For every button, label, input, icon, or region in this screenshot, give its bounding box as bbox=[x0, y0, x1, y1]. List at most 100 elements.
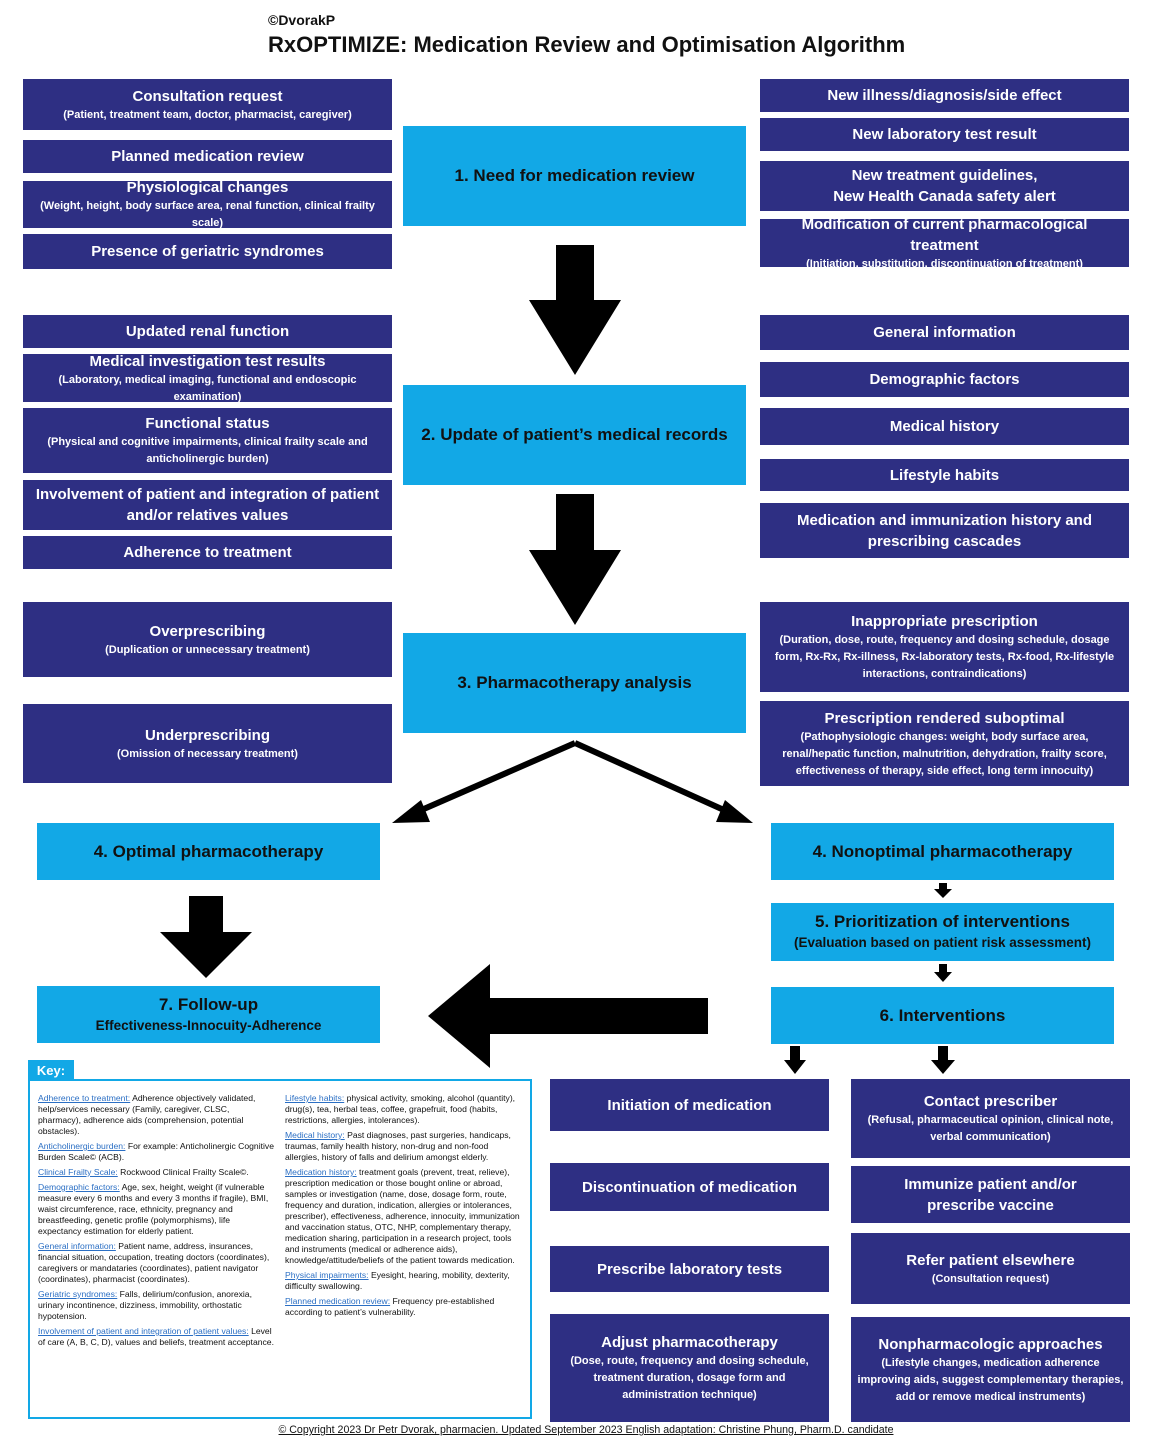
box-detail: (Initiation, substitution, discontinuati… bbox=[806, 257, 1083, 270]
step-4-nonoptimal: 4. Nonoptimal pharmacotherapy bbox=[771, 823, 1114, 880]
analysis-inappropriate-prescription: Inappropriate prescription (Duration, do… bbox=[760, 602, 1129, 692]
arrowhead-to-optimal bbox=[392, 800, 430, 823]
key-entry: Involvement of patient and integration o… bbox=[38, 1326, 274, 1348]
key-definition: Adherence objectively validated, help/se… bbox=[38, 1093, 256, 1136]
key-term: Lifestyle habits: bbox=[285, 1093, 345, 1103]
step-3-pharmacotherapy-analysis: 3. Pharmacotherapy analysis bbox=[403, 633, 746, 733]
box-detail: (Duration, dose, route, frequency and do… bbox=[774, 634, 1115, 680]
key-term: Involvement of patient and integration o… bbox=[38, 1326, 249, 1336]
box-title: Medical history bbox=[889, 418, 1000, 435]
key-entry: Physical impairments: Eyesight, hearing,… bbox=[285, 1270, 521, 1292]
record-lifestyle-habits: Lifestyle habits bbox=[760, 459, 1129, 491]
box-detail: (Dose, route, frequency and dosing sched… bbox=[570, 1355, 809, 1401]
arrow-interventions-to-right-column bbox=[931, 1046, 955, 1074]
step-detail: (Evaluation based on patient risk assess… bbox=[793, 935, 1092, 950]
box-title: Demographic factors bbox=[869, 371, 1020, 388]
step-title: 4. Nonoptimal pharmacotherapy bbox=[812, 841, 1073, 861]
analysis-suboptimal-prescription: Prescription rendered suboptimal (Pathop… bbox=[760, 701, 1129, 786]
intervention-immunize: Immunize patient and/or prescribe vaccin… bbox=[851, 1166, 1130, 1223]
step-title: 2. Update of patient’s medical records bbox=[421, 425, 728, 444]
key-panel bbox=[28, 1079, 532, 1419]
box-title: Prescribe laboratory tests bbox=[596, 1260, 783, 1278]
box-detail: (Weight, height, body surface area, rena… bbox=[40, 200, 375, 229]
trigger-new-guidelines: New treatment guidelines, New Health Can… bbox=[760, 161, 1129, 211]
key-definition: treatment goals (prevent, treat, relieve… bbox=[285, 1167, 520, 1265]
box-title: Involvement of patient and integration o… bbox=[35, 486, 380, 524]
step-title: 3. Pharmacotherapy analysis bbox=[457, 673, 692, 692]
box-title: Discontinuation of medication bbox=[581, 1178, 797, 1196]
key-term: Medical history: bbox=[285, 1130, 345, 1140]
step-6-interventions: 6. Interventions bbox=[771, 987, 1114, 1044]
box-title: Nonpharmacologic approaches bbox=[878, 1335, 1103, 1353]
box-detail: (Laboratory, medical imaging, functional… bbox=[58, 373, 357, 403]
copyright-mark: ©DvorakP bbox=[268, 12, 336, 28]
key-term: Demographic factors: bbox=[38, 1182, 120, 1192]
arrow-interventions-to-left-column bbox=[784, 1046, 806, 1074]
box-title: Modification of current pharmacological … bbox=[801, 215, 1088, 254]
box-detail: (Physical and cognitive impairments, cli… bbox=[47, 436, 368, 465]
key-definition: Level of care (A, B, C, D), values and b… bbox=[38, 1326, 274, 1347]
record-demographic-factors: Demographic factors bbox=[760, 362, 1129, 397]
record-adherence: Adherence to treatment bbox=[23, 536, 392, 569]
key-definition: Falls, delirium/confusion, anorexia, uri… bbox=[38, 1289, 252, 1321]
arrow-optimal-to-followup bbox=[160, 896, 252, 978]
step-title: 6. Interventions bbox=[879, 1005, 1006, 1025]
box-title: Prescription rendered suboptimal bbox=[824, 709, 1065, 727]
trigger-geriatric-syndromes: Presence of geriatric syndromes bbox=[23, 234, 392, 269]
key-entry: Medication history: treatment goals (pre… bbox=[285, 1167, 521, 1266]
key-label: Key: bbox=[28, 1060, 74, 1080]
key-term: Medication history: bbox=[285, 1167, 357, 1177]
step-2-update-records: 2. Update of patient’s medical records bbox=[403, 385, 746, 485]
step-4-optimal: 4. Optimal pharmacotherapy bbox=[37, 823, 380, 880]
key-entry: Medical history: Past diagnoses, past su… bbox=[285, 1130, 521, 1163]
intervention-refer-elsewhere: Refer patient elsewhere (Consultation re… bbox=[851, 1233, 1130, 1304]
analysis-overprescribing: Overprescribing (Duplication or unnecess… bbox=[23, 602, 392, 677]
step-title: 1. Need for medication review bbox=[454, 166, 695, 185]
box-title: Overprescribing bbox=[149, 622, 266, 640]
key-column-left: Adherence to treatment: Adherence object… bbox=[38, 1093, 274, 1352]
box-title: New laboratory test result bbox=[852, 126, 1037, 143]
key-entry: Geriatric syndromes: Falls, delirium/con… bbox=[38, 1289, 274, 1322]
key-entry: Clinical Frailty Scale: Rockwood Clinica… bbox=[38, 1167, 274, 1178]
box-detail: (Consultation request) bbox=[931, 1272, 1050, 1285]
record-functional-status: Functional status (Physical and cognitiv… bbox=[23, 408, 392, 473]
arrow-nonoptimal-to-prioritization bbox=[934, 883, 952, 898]
key-definition: Past diagnoses, past surgeries, handicap… bbox=[285, 1130, 511, 1162]
key-entry: General information: Patient name, addre… bbox=[38, 1241, 274, 1285]
arrow-prioritization-to-interventions bbox=[934, 964, 952, 982]
record-patient-involvement: Involvement of patient and integration o… bbox=[23, 480, 392, 530]
box-detail: (Omission of necessary treatment) bbox=[117, 747, 298, 760]
trigger-new-lab-result: New laboratory test result bbox=[760, 118, 1129, 151]
box-title: Immunize patient and/or prescribe vaccin… bbox=[904, 1175, 1077, 1214]
box-title: Underprescribing bbox=[144, 726, 271, 744]
analysis-underprescribing: Underprescribing (Omission of necessary … bbox=[23, 704, 392, 783]
key-term: Geriatric syndromes: bbox=[38, 1289, 118, 1299]
key-term: Clinical Frailty Scale: bbox=[38, 1167, 118, 1177]
box-title: Refer patient elsewhere bbox=[906, 1251, 1075, 1269]
box-detail: (Patient, treatment team, doctor, pharma… bbox=[63, 108, 352, 121]
box-title: Medication and immunization history and … bbox=[796, 511, 1093, 550]
box-title: Physiological changes bbox=[126, 179, 289, 196]
step-1-need-for-review: 1. Need for medication review bbox=[403, 126, 746, 226]
key-term: General information: bbox=[38, 1241, 116, 1251]
key-term: Adherence to treatment: bbox=[38, 1093, 131, 1103]
key-definition: Frequency pre-established according to p… bbox=[285, 1296, 495, 1317]
key-column-right: Lifestyle habits: physical activity, smo… bbox=[285, 1093, 521, 1322]
key-term: Anticholinergic burden: bbox=[38, 1141, 126, 1151]
key-entry: Demographic factors: Age, sex, height, w… bbox=[38, 1182, 274, 1237]
box-title: Functional status bbox=[145, 415, 270, 432]
key-entry: Anticholinergic burden: For example: Ant… bbox=[38, 1141, 274, 1163]
arrow-line-to-nonoptimal bbox=[573, 740, 737, 818]
trigger-consultation-request: Consultation request (Patient, treatment… bbox=[23, 79, 392, 130]
record-general-information: General information bbox=[760, 315, 1129, 350]
key-definition: For example: Anticholinergic Cognitive B… bbox=[38, 1141, 274, 1162]
box-title: Presence of geriatric syndromes bbox=[91, 243, 324, 260]
trigger-physiological-changes: Physiological changes (Weight, height, b… bbox=[23, 179, 392, 229]
intervention-discontinuation: Discontinuation of medication bbox=[550, 1163, 829, 1211]
box-detail: (Duplication or unnecessary treatment) bbox=[105, 643, 310, 656]
box-title: New illness/diagnosis/side effect bbox=[827, 87, 1062, 104]
intervention-lab-tests: Prescribe laboratory tests bbox=[550, 1246, 829, 1292]
box-title: Inappropriate prescription bbox=[851, 613, 1038, 630]
arrow-line-to-optimal bbox=[408, 740, 577, 818]
box-title: Adjust pharmacotherapy bbox=[601, 1334, 778, 1351]
